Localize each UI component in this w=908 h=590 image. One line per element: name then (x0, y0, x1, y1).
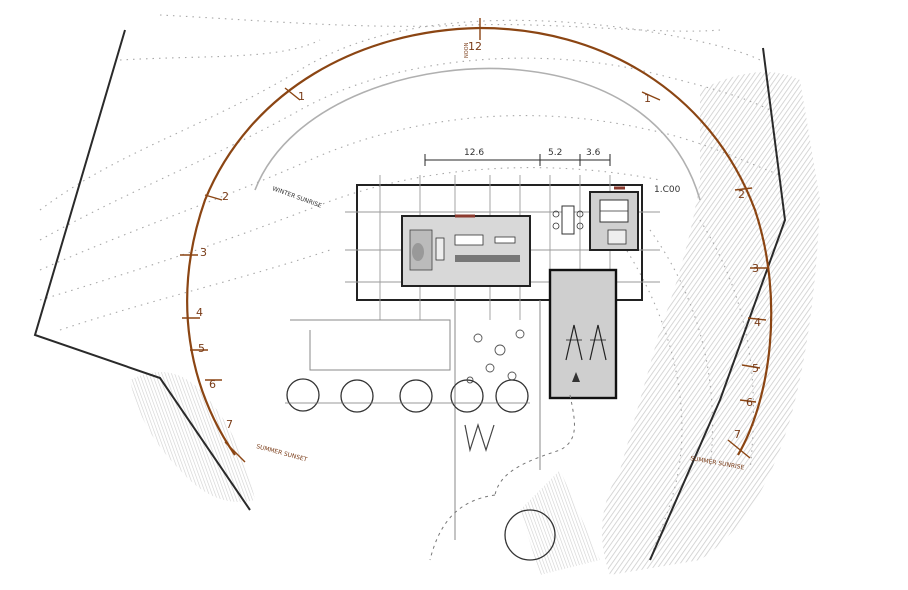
hour-mark: 2 (222, 190, 229, 203)
north-arrow (572, 372, 580, 382)
level-mark: 1.C00 (654, 185, 681, 195)
hour-mark: 7 (226, 418, 233, 431)
vegetation-hatching (130, 72, 820, 575)
tree (399, 379, 433, 413)
hour-mark: 1 (298, 90, 305, 103)
sun-path-ticks (180, 18, 768, 463)
sun-path-hour-labels: 7 6 5 4 3 2 1 12 1 2 3 4 5 6 7 (196, 40, 761, 441)
solar-noon-label: NOON (464, 42, 470, 58)
winter-sun-path (254, 67, 701, 201)
terrace-outline (290, 300, 541, 540)
winter-sunrise-label: WINTER SUNRISE (271, 185, 322, 209)
living-block (401, 214, 531, 287)
tree (495, 379, 529, 413)
property-boundary (33, 29, 787, 561)
hour-mark: 4 (754, 316, 761, 329)
access-path (429, 394, 575, 561)
tree (450, 379, 484, 413)
hour-mark: 3 (752, 262, 759, 275)
hour-mark: 5 (752, 362, 759, 375)
tree (286, 378, 320, 412)
bedroom-block (589, 186, 639, 251)
trees (285, 378, 556, 561)
tree (340, 379, 374, 413)
dimension-label: 5.2 (548, 148, 562, 158)
hour-mark: 12 (468, 40, 482, 53)
hour-mark: 3 (200, 246, 207, 259)
dimension-label: 12.6 (464, 148, 484, 158)
hour-mark: 6 (746, 396, 753, 409)
contour-lines (39, 14, 781, 561)
building-roof-outline (356, 184, 643, 301)
hour-mark: 6 (209, 378, 216, 391)
dining-table (552, 205, 584, 235)
summer-sunset-label: SUMMER SUNSET (255, 443, 308, 463)
hour-mark: 2 (738, 188, 745, 201)
hour-mark: 1 (644, 92, 651, 105)
tree (504, 509, 556, 561)
courtyard-planting (466, 329, 525, 384)
zigzag-steps (464, 423, 495, 453)
hour-mark: 7 (734, 428, 741, 441)
hour-mark: 5 (198, 342, 205, 355)
carport-block (548, 268, 618, 400)
hour-mark: 4 (196, 306, 203, 319)
dimension-string (424, 154, 611, 166)
dimension-label: 3.6 (586, 148, 601, 158)
